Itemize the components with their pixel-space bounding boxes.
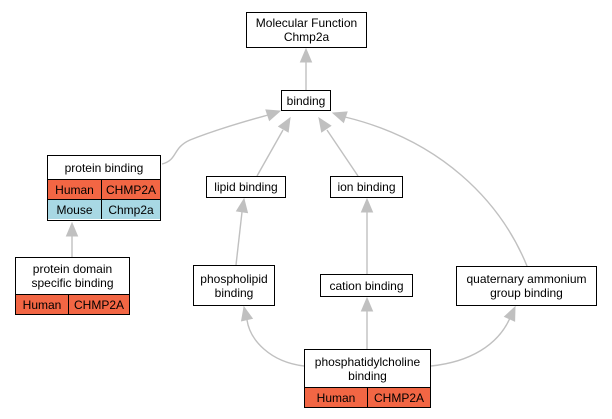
annotation-row-human: Human CHMP2A <box>48 179 160 199</box>
species-cell[interactable]: Human <box>48 180 101 199</box>
arrowhead-ion_binding-to-binding <box>318 116 332 133</box>
node-quaternary-line-1: quaternary ammonium <box>466 272 587 286</box>
arrowhead-protein_domain_specific_binding-to-protein_binding <box>65 221 79 237</box>
arrowhead-phospholipid_binding-to-lipid_binding <box>235 197 249 214</box>
node-binding-label: binding <box>286 93 326 108</box>
edge-phospholipid_binding-to-lipid_binding <box>235 211 243 266</box>
annotation-row-human: Human CHMP2A <box>16 294 129 314</box>
edge-lipid_binding-to-binding <box>256 129 284 177</box>
node-ion-binding[interactable]: ion binding <box>330 176 403 198</box>
node-protein-domain-line-2: specific binding <box>31 276 114 290</box>
node-phosphatidylcholine-binding[interactable]: phosphatidylcholine binding Human CHMP2A <box>304 349 431 408</box>
arrowhead-lipid_binding-to-binding <box>277 116 291 133</box>
node-cation-binding-label: cation binding <box>329 278 404 293</box>
edge-quaternary_ammonium_group_binding-to-binding <box>344 116 528 267</box>
arrowhead-binding-to-root <box>299 47 313 63</box>
node-root[interactable]: Molecular Function Chmp2a <box>246 12 367 48</box>
gene-cell[interactable]: CHMP2A <box>367 388 430 407</box>
edge-protein_binding-to-binding <box>161 114 269 165</box>
node-ion-binding-label: ion binding <box>337 180 396 194</box>
gene-cell[interactable]: CHMP2A <box>101 180 160 199</box>
arrowhead-phosphatidylcholine_binding-to-quaternary_ammonium_group_binding <box>503 305 516 322</box>
node-phosphatidylcholine-line-2: binding <box>348 368 387 383</box>
node-binding[interactable]: binding <box>281 90 331 111</box>
arrowhead-phosphatidylcholine_binding-to-phospholipid_binding <box>240 305 254 322</box>
gene-cell[interactable]: CHMP2A <box>68 295 129 314</box>
edge-ion_binding-to-binding <box>326 129 359 177</box>
node-phospholipid-line-1: phospholipid <box>200 271 268 286</box>
arrowhead-protein_binding-to-binding <box>265 109 282 122</box>
node-quaternary-ammonium-group-binding[interactable]: quaternary ammonium group binding <box>456 266 597 306</box>
node-phosphatidylcholine-line-1: phosphatidylcholine <box>314 354 421 369</box>
arrowhead-cation_binding-to-ion_binding <box>360 197 374 213</box>
node-protein-binding[interactable]: protein binding Human CHMP2A Mouse Chmp2… <box>47 155 161 221</box>
annotation-row-human: Human CHMP2A <box>305 387 430 407</box>
node-lipid-binding-label: lipid binding <box>214 180 278 194</box>
arrowhead-phosphatidylcholine_binding-to-cation_binding <box>360 296 374 312</box>
node-protein-binding-label: protein binding <box>64 160 144 175</box>
species-cell[interactable]: Human <box>305 388 367 407</box>
gene-cell[interactable]: Chmp2a <box>101 200 160 219</box>
node-root-line-1: Molecular Function <box>255 16 358 30</box>
annotation-row-mouse: Mouse Chmp2a <box>48 199 160 219</box>
node-phospholipid-line-2: binding <box>214 285 254 300</box>
species-cell[interactable]: Mouse <box>48 200 101 219</box>
node-cation-binding[interactable]: cation binding <box>320 274 413 297</box>
node-root-line-2: Chmp2a <box>283 30 330 44</box>
species-cell[interactable]: Human <box>16 295 68 314</box>
node-protein-domain-specific-binding[interactable]: protein domain specific binding Human CH… <box>15 257 130 315</box>
node-lipid-binding[interactable]: lipid binding <box>206 176 286 198</box>
edge-phosphatidylcholine_binding-to-phospholipid_binding <box>246 319 305 367</box>
edge-phosphatidylcholine_binding-to-quaternary_ammonium_group_binding <box>430 317 511 367</box>
node-protein-domain-line-1: protein domain <box>32 262 113 276</box>
arrowhead-quaternary_ammonium_group_binding-to-binding <box>331 111 348 124</box>
node-phospholipid-binding[interactable]: phospholipid binding <box>193 265 275 306</box>
node-quaternary-line-2: group binding <box>490 286 563 300</box>
